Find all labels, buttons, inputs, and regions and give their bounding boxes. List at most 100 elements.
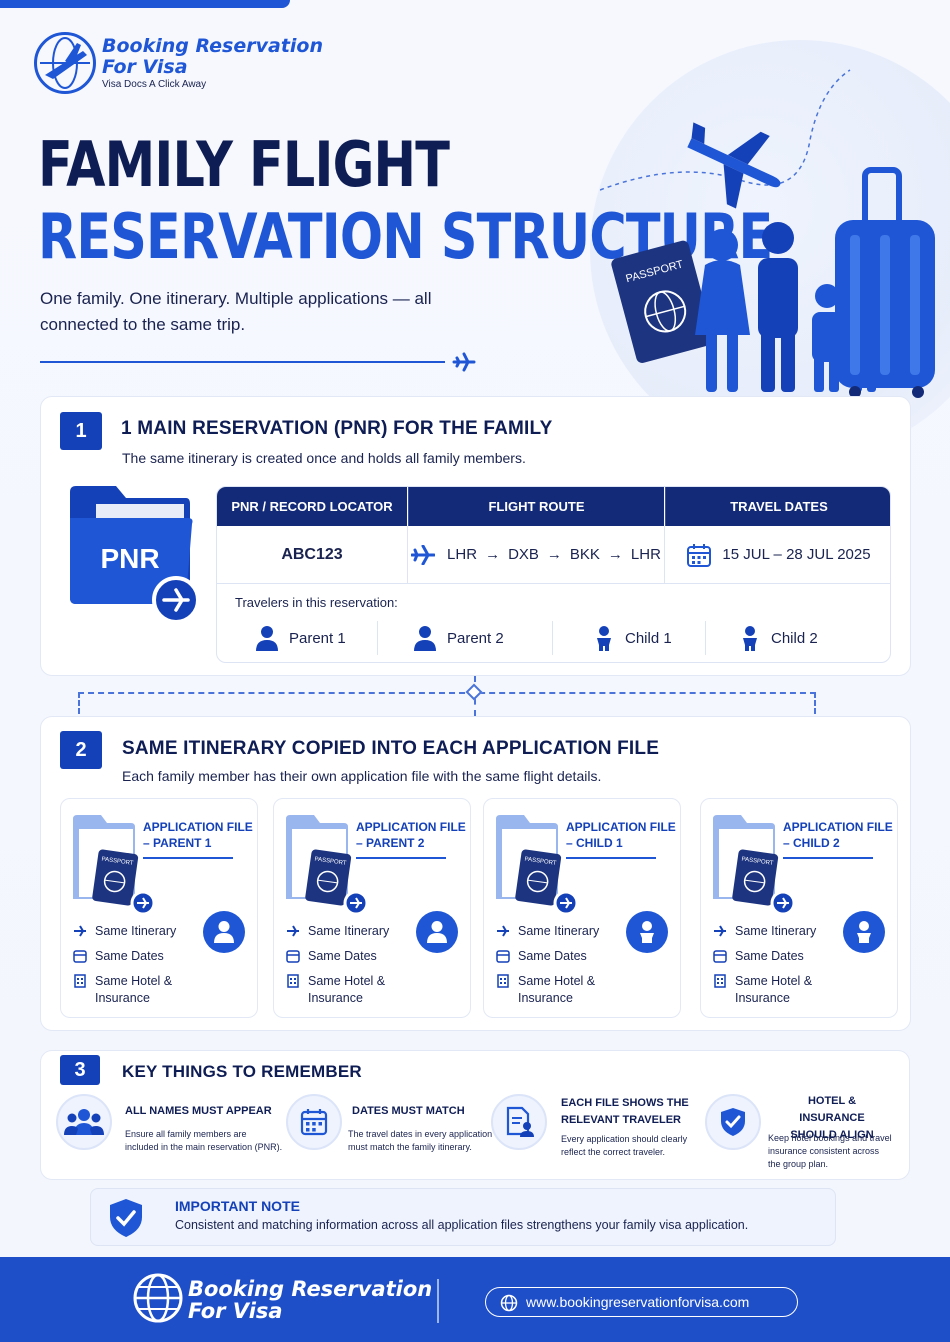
- page-subtitle: One family. One itinerary. Multiple appl…: [40, 289, 432, 334]
- user-avatar-icon: [203, 911, 245, 953]
- application-file-parent-2[interactable]: PASSPORT APPLICATION FILE– PARENT 2 Same…: [273, 798, 471, 1018]
- connector-line: [78, 692, 816, 694]
- application-file-title: APPLICATION FILE– PARENT 1: [143, 820, 253, 850]
- important-note-box: IMPORTANT NOTE Consistent and matching i…: [90, 1188, 836, 1246]
- family-icon: [56, 1094, 112, 1150]
- svg-text:PASSPORT: PASSPORT: [524, 856, 557, 866]
- section-description: The same itinerary is created once and h…: [122, 450, 526, 466]
- airplane-icon: [74, 925, 86, 937]
- shield-check-icon: [110, 1199, 142, 1237]
- same-hotel-insurance-row: Same Hotel &Insurance: [286, 973, 385, 1007]
- route-stop: BKK: [569, 546, 600, 563]
- hotel-building-icon: [714, 974, 726, 988]
- connector-diamond: [465, 683, 483, 701]
- step-number-badge: 2: [60, 731, 102, 769]
- application-folder-passport-icon: PASSPORT: [286, 815, 369, 916]
- hotel-building-icon: [497, 974, 509, 988]
- same-hotel-insurance-row: Same Hotel &Insurance: [73, 973, 172, 1007]
- step-number-badge: 3: [60, 1055, 100, 1085]
- brand-name-line2: For Visa: [102, 56, 188, 78]
- suitcase-illustration-icon: [835, 167, 935, 398]
- key-item-title: ALL NAMES MUST APPEAR: [125, 1105, 272, 1117]
- application-file-title: APPLICATION FILE– CHILD 1: [566, 820, 676, 850]
- calendar-icon: [73, 950, 87, 963]
- traveler-name: Child 1: [625, 629, 672, 647]
- airplane-icon: [714, 925, 726, 937]
- calendar-icon: [286, 1094, 342, 1150]
- section-title: 1 MAIN RESERVATION (PNR) FOR THE FAMILY: [121, 418, 553, 439]
- family-travel-illustration: PASSPORT: [600, 69, 935, 398]
- application-file-child-2[interactable]: PASSPORT APPLICATION FILE– CHILD 2 Same …: [700, 798, 898, 1018]
- travel-dates: 15 JUL – 28 JUL 2025: [665, 526, 890, 583]
- application-file-title: APPLICATION FILE– PARENT 2: [356, 820, 466, 850]
- column-header-route: FLIGHT ROUTE: [408, 487, 664, 526]
- website-url: www.bookingreservationforvisa.com: [526, 1294, 750, 1310]
- title-underline: [356, 857, 446, 859]
- mother-figure-icon: [695, 229, 750, 392]
- airplane-illustration-icon: [687, 122, 781, 209]
- section-key-things: [40, 1050, 910, 1180]
- application-file-parent-1[interactable]: PASSPORT APPLICATION FILE– PARENT 1 Same…: [60, 798, 258, 1018]
- traveler-name: Child 2: [771, 629, 818, 647]
- svg-text:PASSPORT: PASSPORT: [741, 856, 774, 866]
- pnr-details-table: PNR / RECORD LOCATOR FLIGHT ROUTE TRAVEL…: [216, 486, 891, 663]
- title-underline: [783, 857, 873, 859]
- father-figure-icon: [758, 222, 798, 392]
- same-itinerary-row: Same Itinerary: [496, 923, 599, 940]
- important-note-text: Consistent and matching information acro…: [175, 1218, 749, 1232]
- important-note-title: IMPORTANT NOTE: [175, 1198, 300, 1214]
- traveler-name: Parent 1: [289, 629, 346, 647]
- calendar-icon: [687, 543, 712, 567]
- calendar-icon: [496, 950, 510, 963]
- svg-text:PNR: PNR: [100, 543, 159, 574]
- footer-divider: [437, 1279, 439, 1323]
- svg-text:PASSPORT: PASSPORT: [314, 856, 347, 866]
- adult-user-icon: [256, 626, 278, 651]
- section-description: Each family member has their own applica…: [122, 768, 602, 784]
- child-avatar-icon: [626, 911, 668, 953]
- route-arrow: →: [607, 546, 623, 563]
- globe-plane-logo-icon: [34, 32, 96, 94]
- brand-name-line1: Booking Reservation: [102, 35, 323, 57]
- column-header-pnr: PNR / RECORD LOCATOR: [217, 487, 407, 526]
- hotel-building-icon: [74, 974, 86, 988]
- application-folder-passport-icon: PASSPORT: [496, 815, 579, 916]
- traveler-name: Parent 2: [447, 629, 504, 647]
- connector-line: [814, 692, 816, 714]
- hotel-building-icon: [287, 974, 299, 988]
- airplane-icon: [411, 544, 436, 565]
- title-divider: [40, 361, 445, 363]
- title-underline: [143, 857, 233, 859]
- flight-route: LHR → DXB → BKK → LHR: [408, 526, 665, 583]
- airplane-icon: [452, 352, 476, 372]
- child-user-icon: [743, 626, 757, 651]
- user-avatar-icon: [416, 911, 458, 953]
- brand-logo[interactable]: Booking Reservation For Visa Visa Docs A…: [34, 32, 323, 94]
- section-title: KEY THINGS TO REMEMBER: [122, 1062, 362, 1081]
- same-itinerary-row: Same Itinerary: [73, 923, 176, 940]
- key-item-title: DATES MUST MATCH: [352, 1105, 465, 1117]
- application-folder-passport-icon: PASSPORT: [713, 815, 796, 916]
- route-stop: LHR: [630, 546, 661, 563]
- airplane-icon: [287, 925, 299, 937]
- child-avatar-icon: [843, 911, 885, 953]
- step-number-badge: 1: [60, 412, 102, 450]
- web-globe-icon: [500, 1294, 518, 1312]
- application-file-child-1[interactable]: PASSPORT APPLICATION FILE– CHILD 1 Same …: [483, 798, 681, 1018]
- website-link[interactable]: www.bookingreservationforvisa.com: [485, 1287, 798, 1317]
- same-dates-row: Same Dates: [496, 948, 587, 965]
- calendar-icon: [713, 950, 727, 963]
- shield-check-icon: [705, 1094, 761, 1150]
- section-title: SAME ITINERARY COPIED INTO EACH APPLICAT…: [122, 738, 660, 759]
- travelers-label: Travelers in this reservation:: [235, 595, 398, 610]
- pnr-folder-icon: PNR: [70, 486, 200, 624]
- same-dates-row: Same Dates: [286, 948, 377, 965]
- traveler-parent-1: Parent 1: [255, 625, 346, 651]
- adult-user-icon: [414, 626, 436, 651]
